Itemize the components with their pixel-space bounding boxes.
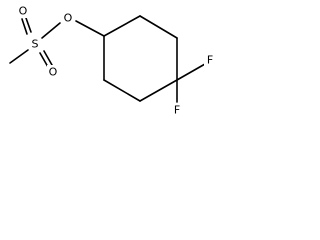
molecule-structure-diagram: S O O O F F (9, 4, 216, 117)
atom-label-sulfur: S (32, 38, 39, 51)
atom-oxygen-double-top: O (17, 4, 29, 18)
atom-sulfur: S (29, 37, 41, 51)
atom-label-oxygen-bottom: O (49, 66, 58, 79)
atom-label-fluorine-bottom: F (174, 104, 180, 117)
bond-methyl-sulfur (9, 49, 29, 64)
ring-bond-5 (103, 79, 141, 102)
bond-sulfur-oxygen-bottom-a (39, 52, 49, 68)
bonds (9, 15, 206, 103)
atom-labels: S O O O F F (17, 4, 216, 117)
bond-carbon-fluorine-right (176, 63, 206, 81)
bond-sulfur-oxygen-top-b (21, 18, 28, 35)
atom-label-oxygen-ester: O (64, 12, 73, 25)
ring-bond-4 (139, 79, 178, 102)
atom-label-fluorine-right: F (207, 54, 213, 67)
bond-oxygen-ring (75, 20, 105, 37)
atom-oxygen-ester: O (62, 11, 74, 25)
atom-fluorine-right: F (204, 53, 216, 67)
ring-bond-1 (103, 15, 141, 37)
bond-sulfur-oxygen-bottom-b (43, 50, 53, 66)
atom-label-oxygen-top: O (19, 5, 28, 18)
bond-sulfur-oxygen-ester (41, 22, 61, 39)
bond-sulfur-oxygen-top-a (25, 17, 32, 33)
atom-oxygen-double-bottom: O (47, 65, 59, 79)
atom-fluorine-bottom: F (171, 103, 183, 117)
ring-bond-2 (139, 15, 178, 39)
